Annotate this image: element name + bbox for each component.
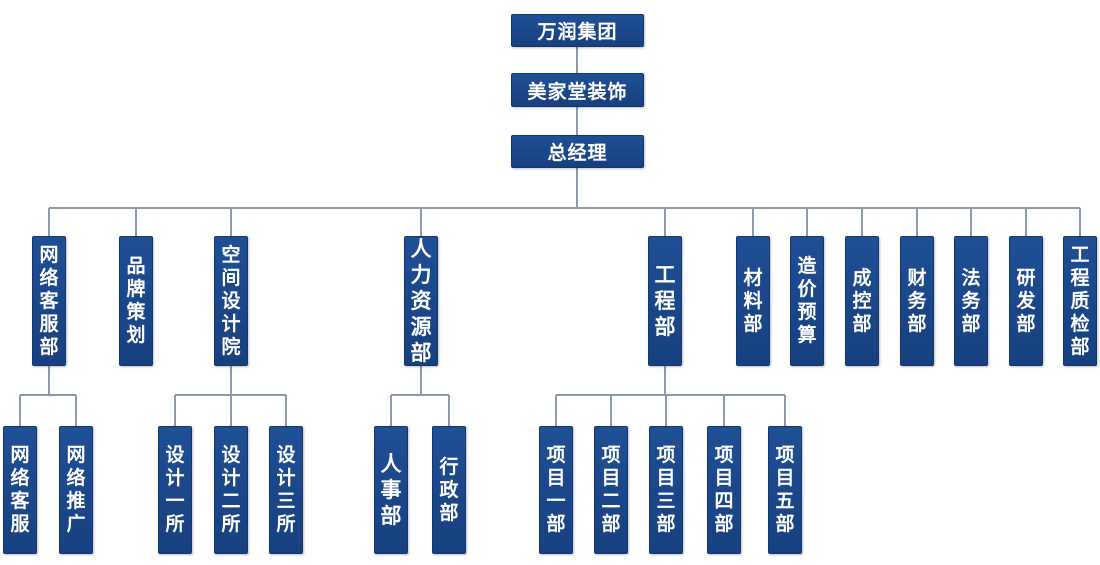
- sub-project-4: 项目四部: [707, 426, 741, 554]
- sub-design-office-3: 设计三所: [269, 426, 303, 554]
- sub-project-5: 项目五部: [768, 426, 802, 554]
- dept-quality-inspection: 工程质检部: [1063, 236, 1097, 366]
- sub-project-3: 项目三部: [649, 426, 683, 554]
- dept-space-design: 空间设计院: [214, 236, 248, 366]
- node-group: 万润集团: [511, 14, 644, 47]
- dept-cost-budget: 造价预算: [790, 236, 824, 366]
- sub-design-office-2: 设计二所: [214, 426, 248, 554]
- dept-cost-control: 成控部: [845, 236, 879, 366]
- dept-human-resources: 人力资源部: [404, 236, 438, 366]
- sub-project-1: 项目一部: [539, 426, 573, 554]
- node-general-manager: 总经理: [511, 135, 644, 168]
- sub-online-service: 网络客服: [3, 426, 37, 554]
- sub-project-2: 项目二部: [594, 426, 628, 554]
- node-company: 美家堂装饰: [511, 73, 644, 107]
- dept-legal: 法务部: [954, 236, 988, 366]
- sub-online-promotion: 网络推广: [59, 426, 93, 554]
- sub-personnel: 人事部: [374, 426, 408, 554]
- dept-engineering: 工程部: [648, 236, 682, 366]
- dept-finance: 财务部: [900, 236, 934, 366]
- dept-network-service: 网络客服部: [32, 236, 66, 366]
- dept-materials: 材料部: [736, 236, 770, 366]
- sub-administration: 行政部: [432, 426, 466, 554]
- dept-rnd: 研发部: [1009, 236, 1043, 366]
- dept-brand-planning: 品牌策划: [119, 236, 153, 366]
- sub-design-office-1: 设计一所: [158, 426, 192, 554]
